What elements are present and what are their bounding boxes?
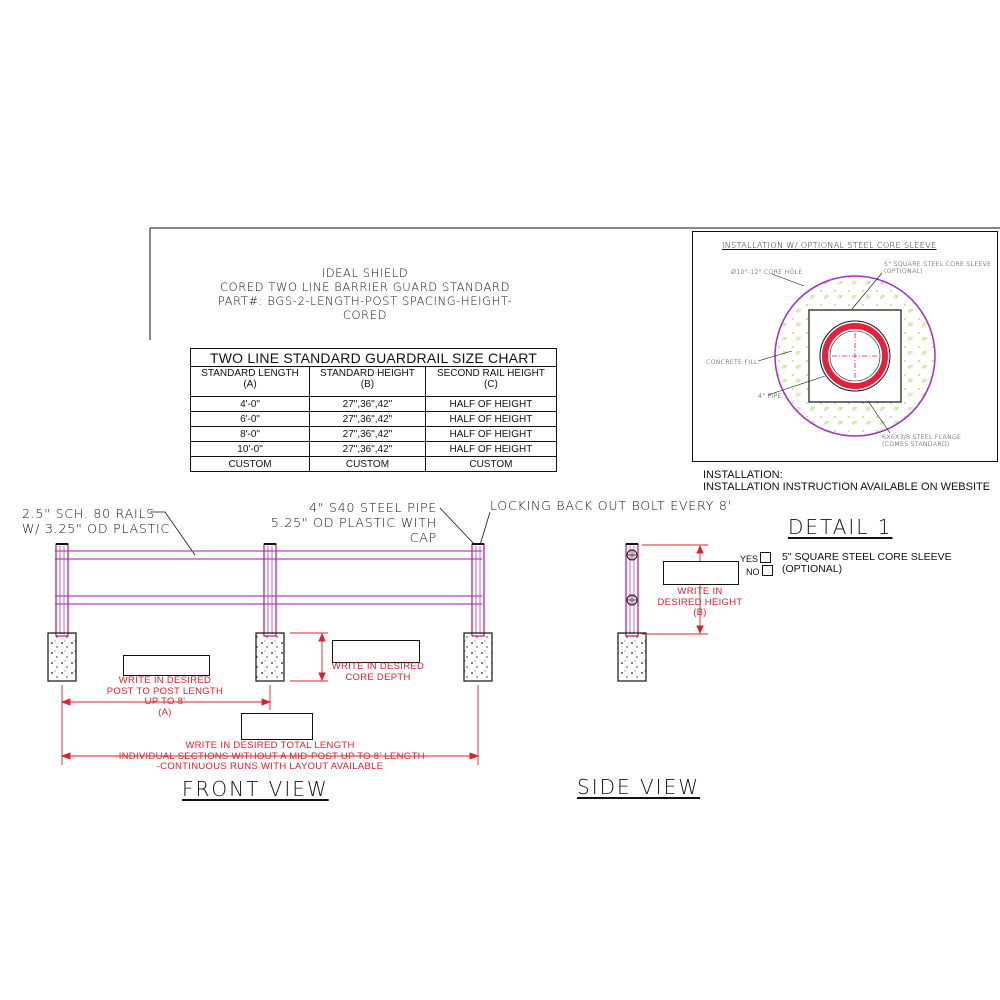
- core-depth-note: WRITE IN DESIRED CORE DEPTH: [331, 661, 425, 683]
- second-rail: [55, 595, 482, 605]
- post-spacing-input-box[interactable]: [123, 655, 210, 676]
- side-view-post: [625, 543, 639, 637]
- post-right: [471, 543, 485, 637]
- installation-detail-title: INSTALLATION W/ OPTIONAL STEEL CORE SLEE…: [722, 241, 937, 250]
- post-spacing-note: WRITE IN DESIRED POST TO POST LENGTH UP …: [106, 675, 224, 718]
- pipe-callout: 4" S40 STEEL PIPE 5.25" OD PLASTIC WITH …: [270, 500, 437, 545]
- header-standard-height: STANDARD HEIGHT(B): [309, 366, 426, 397]
- concrete-fill-label: CONCRETE FILL: [706, 359, 758, 366]
- table-row: 6'-0"27",36",42"HALF OF HEIGHT: [189, 411, 558, 427]
- detail-1-label: DETAIL 1: [788, 515, 893, 539]
- post-left: [55, 543, 69, 637]
- core-depth-input-box[interactable]: [332, 640, 420, 663]
- core-sleeve-label: 5" SQUARE STEEL CORE SLEEVE (OPTIONAL): [884, 261, 992, 275]
- sleeve-yes-row: YES: [740, 552, 773, 565]
- title-line-3: PART#: BGS-2-LENGTH-POST SPACING-HEIGHT-…: [217, 294, 513, 322]
- total-length-note: WRITE IN DESIRED TOTAL LENGTH -INDIVIDUA…: [115, 740, 425, 772]
- post-spacing-dimension: [60, 685, 272, 765]
- sleeve-no-row: NO: [746, 565, 773, 578]
- top-rail: [55, 550, 482, 560]
- core-hole-label: Ø10"-12" CORE HOLE: [731, 269, 803, 276]
- core-depth-dimension: [290, 632, 328, 682]
- sleeve-yes-checkbox[interactable]: [760, 552, 772, 563]
- table-row: 8'-0"27",36",42"HALF OF HEIGHT: [189, 426, 558, 442]
- post-middle: [263, 543, 277, 637]
- bolt-callout: LOCKING BACK OUT BOLT EVERY 8': [490, 498, 732, 513]
- side-view-footing: [617, 632, 647, 682]
- size-chart-table: TWO LINE STANDARD GUARDRAIL SIZE CHART S…: [189, 348, 558, 472]
- core-section-drawing: [757, 272, 936, 437]
- rails-callout: 2.5" SCH. 80 RAILS W/ 3.25" OD PLASTIC: [22, 506, 171, 536]
- core-footing-middle: [255, 632, 285, 682]
- sleeve-no-checkbox[interactable]: [761, 565, 773, 576]
- height-input-box[interactable]: [663, 561, 739, 585]
- core-footing-left: [47, 632, 77, 682]
- sleeve-option-label: 5" SQUARE STEEL CORE SLEEVE (OPTIONAL): [782, 551, 952, 575]
- table-row: 10'-0"27",36",42"HALF OF HEIGHT: [189, 441, 558, 457]
- installation-detail-box: [692, 231, 998, 462]
- front-view-title: FRONT VIEW: [182, 777, 329, 801]
- sleeve-option: YES NO: [740, 552, 773, 578]
- total-length-input-box[interactable]: [241, 713, 313, 740]
- installation-note: INSTALLATION: INSTALLATION INSTRUCTION A…: [703, 469, 991, 493]
- total-length-dimension: [60, 685, 480, 765]
- header-second-rail-height: SECOND RAIL HEIGHT(C): [424, 366, 558, 397]
- steel-flange-label: 6X6X3/8 STEEL FLANGE (COMES STANDARD): [882, 434, 962, 448]
- side-view-title: SIDE VIEW: [577, 775, 700, 799]
- core-footing-right: [463, 632, 493, 682]
- pipe-ring: [822, 323, 888, 389]
- size-chart-caption: TWO LINE STANDARD GUARDRAIL SIZE CHART: [190, 348, 557, 367]
- height-note: WRITE IN DESIRED HEIGHT (B): [657, 586, 743, 618]
- header-standard-length: STANDARD LENGTH(A): [189, 366, 311, 397]
- title-block: IDEAL SHIELD CORED TWO LINE BARRIER GUAR…: [200, 266, 530, 322]
- pipe-label: 4" PIPE: [758, 393, 782, 400]
- table-row: 4'-0"27",36",42"HALF OF HEIGHT: [189, 396, 558, 412]
- height-dimension: [642, 544, 708, 635]
- title-line-1: IDEAL SHIELD: [321, 266, 409, 280]
- title-line-2: CORED TWO LINE BARRIER GUARD STANDARD: [219, 280, 511, 294]
